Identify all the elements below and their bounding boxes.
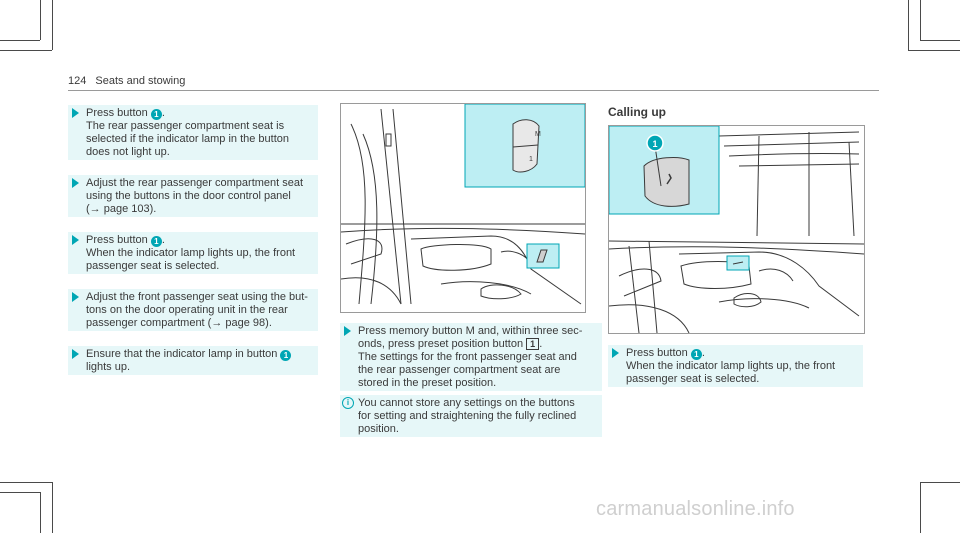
instruction-step: Ensure that the indicator lamp in button… — [68, 346, 318, 375]
step-text-line: The rear passenger compartment seat is — [86, 120, 285, 132]
callout-badge-1: 1 — [150, 109, 162, 120]
crop-mark — [52, 482, 53, 533]
step-text-line: The settings for the front passenger sea… — [358, 351, 577, 363]
note-text-line: for setting and straightening the fully … — [358, 410, 577, 422]
step-arrow-icon — [72, 108, 79, 118]
step-text-line: stored in the preset position. — [358, 377, 497, 389]
preset-button-1-label: 1 — [529, 156, 533, 163]
calling-up-figure: 1 — [608, 125, 865, 334]
instruction-step: Press memory button M and, within three … — [340, 323, 602, 391]
step-text-line: lights up. — [86, 361, 131, 373]
header-rule — [68, 90, 879, 91]
instruction-step: Adjust the rear passenger compartment se… — [68, 175, 318, 217]
step-text-line: Press button 1. — [86, 234, 165, 247]
info-icon: i — [342, 397, 354, 409]
calling-up-heading: Calling up — [608, 105, 666, 119]
callout-badge-1: 1 — [150, 236, 162, 247]
step-text-line: selected if the indicator lamp in the bu… — [86, 133, 290, 145]
step-text-line: (→ page 103). — [86, 203, 157, 215]
step-arrow-icon — [72, 292, 79, 302]
preset-button-1-icon: 1 — [526, 338, 540, 350]
step-text-line: the rear passenger compartment seat are — [358, 364, 561, 376]
crop-mark — [908, 0, 909, 50]
crop-mark — [40, 492, 41, 533]
instruction-step: Press button 1.When the indicator lamp l… — [68, 232, 318, 274]
step-text-line: Adjust the rear passenger compartment se… — [86, 177, 304, 189]
right-column: Press button 1.When the indicator lamp l… — [608, 345, 863, 402]
step-text-line: passenger seat is selected. — [626, 373, 760, 385]
section-title: Seats and stowing — [95, 75, 186, 87]
crop-mark — [920, 482, 960, 483]
step-text-line: When the indicator lamp lights up, the f… — [626, 360, 836, 372]
door-panel-calling-illustration: 1 — [609, 126, 864, 333]
crop-mark — [920, 0, 921, 40]
left-column: Press button 1.The rear passenger compar… — [68, 105, 318, 390]
step-text-line: When the indicator lamp lights up, the f… — [86, 247, 296, 259]
step-text-line: Adjust the front passenger seat using th… — [86, 291, 308, 303]
crop-mark — [0, 40, 40, 41]
middle-column: Press memory button M and, within three … — [340, 323, 602, 437]
step-arrow-icon — [72, 349, 79, 359]
note-text-line: You cannot store any settings on the but… — [358, 397, 575, 409]
instruction-step: Press button 1.When the indicator lamp l… — [608, 345, 863, 387]
step-text-line: passenger seat is selected. — [86, 260, 220, 272]
step-text-line: passenger compartment (→ page 98). — [86, 317, 272, 329]
callout-1-label: 1 — [652, 139, 657, 149]
step-arrow-icon — [72, 178, 79, 188]
step-text-line: using the buttons in the door control pa… — [86, 190, 291, 202]
crop-mark — [920, 482, 921, 533]
step-text-line: onds, press preset position button 1. — [358, 338, 543, 350]
step-text-line: does not light up. — [86, 146, 170, 158]
instruction-step: Adjust the front passenger seat using th… — [68, 289, 318, 331]
watermark: carmanualsonline.info — [596, 498, 795, 520]
instruction-step: Press button 1.The rear passenger compar… — [68, 105, 318, 160]
crop-mark — [0, 482, 52, 483]
page-header: 124 Seats and stowing — [68, 75, 185, 88]
note-text-line: position. — [358, 423, 399, 435]
step-arrow-icon — [72, 235, 79, 245]
callout-badge-1: 1 — [280, 350, 292, 361]
step-text-line: Press memory button M and, within three … — [358, 325, 583, 337]
callout-badge-1: 1 — [690, 349, 702, 360]
step-arrow-icon — [344, 326, 351, 336]
page-number: 124 — [68, 75, 87, 87]
memory-button-m-label: M — [535, 131, 541, 138]
step-text-line: Press button 1. — [626, 347, 705, 360]
crop-mark — [0, 50, 52, 51]
step-arrow-icon — [612, 348, 619, 358]
step-text-line: tons on the door operating unit in the r… — [86, 304, 288, 316]
crop-mark — [920, 40, 960, 41]
step-text-line: Ensure that the indicator lamp in button… — [86, 348, 318, 361]
crop-mark — [52, 0, 53, 50]
crop-mark — [908, 50, 960, 51]
door-panel-illustration: M 1 — [341, 104, 585, 305]
door-panel-memory-figure: M 1 — [340, 103, 586, 313]
step-text-line: Press button 1. — [86, 107, 165, 120]
crop-mark — [40, 0, 41, 40]
info-note: i You cannot store any settings on the bu… — [340, 395, 602, 437]
crop-mark — [0, 492, 40, 493]
